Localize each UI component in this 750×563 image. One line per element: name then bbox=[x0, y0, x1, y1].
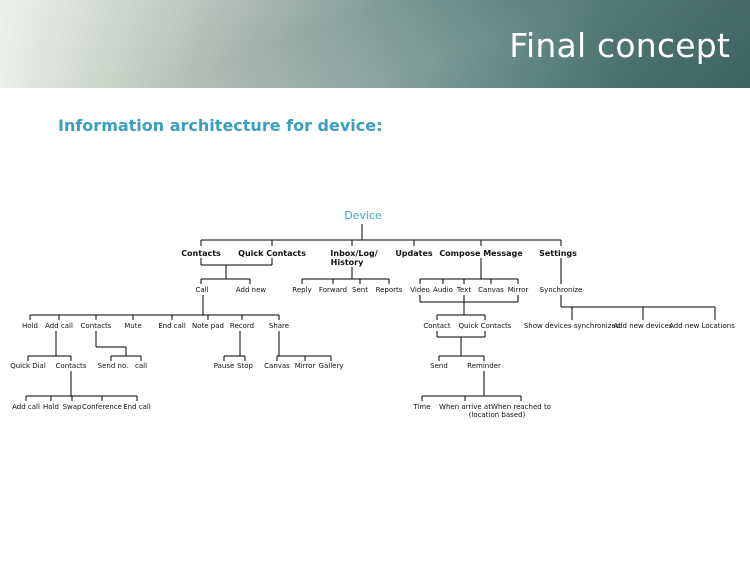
header-decoration bbox=[0, 0, 750, 88]
node-sub-conference: Conference bbox=[82, 403, 122, 411]
node-quick-contacts: Quick Contacts bbox=[238, 249, 306, 258]
node-send: Send bbox=[430, 362, 448, 370]
node-share-gallery: Gallery bbox=[319, 362, 344, 370]
header-banner: Final concept bbox=[0, 0, 750, 88]
node-audio: Audio bbox=[433, 286, 453, 294]
slide-title: Final concept bbox=[509, 26, 730, 65]
node-hold: Hold bbox=[22, 322, 38, 330]
node-reply: Reply bbox=[292, 286, 311, 294]
node-time: Time bbox=[412, 403, 430, 411]
node-call-contacts: Contacts bbox=[81, 322, 112, 330]
node-compose-message: Compose Message bbox=[439, 249, 523, 258]
node-add-new-devices: Add new devices bbox=[613, 322, 672, 330]
node-forward: Forward bbox=[319, 286, 347, 294]
node-share: Share bbox=[269, 322, 289, 330]
node-record: Record bbox=[230, 322, 254, 330]
node-end-call: End call bbox=[158, 322, 186, 330]
node-canvas: Canvas bbox=[478, 286, 504, 294]
node-add-call: Add call bbox=[45, 322, 73, 330]
node-reminder: Reminder bbox=[467, 362, 501, 370]
node-sub-contacts: Contacts bbox=[56, 362, 87, 370]
node-when-arrive: When arrive at bbox=[439, 403, 491, 411]
node-quick-dial: Quick Dial bbox=[10, 362, 46, 370]
node-video: Video bbox=[410, 286, 430, 294]
node-sub-add-call: Add call bbox=[12, 403, 40, 411]
node-compose-contact: Contact bbox=[423, 322, 450, 330]
node-inbox-history: History bbox=[331, 258, 364, 267]
node-stop: Stop bbox=[237, 362, 253, 370]
node-add-new: Add new bbox=[236, 286, 267, 294]
node-synchronize: Synchronize bbox=[540, 286, 583, 294]
node-send-no: Send no. bbox=[98, 362, 129, 370]
node-device: Device bbox=[344, 209, 382, 222]
node-reports: Reports bbox=[376, 286, 403, 294]
node-show-devices: Show devices synchronized bbox=[524, 322, 620, 330]
node-labels: Device Contacts Quick Contacts Inbox/Log… bbox=[10, 209, 735, 419]
node-settings: Settings bbox=[539, 249, 577, 258]
node-call: Call bbox=[195, 286, 208, 294]
node-contacts-call: call bbox=[135, 362, 147, 370]
node-sub-hold: Hold bbox=[43, 403, 59, 411]
node-text: Text bbox=[456, 286, 471, 294]
node-share-canvas: Canvas bbox=[264, 362, 290, 370]
node-inbox-log: Inbox/Log/ bbox=[330, 249, 377, 258]
connector-lines bbox=[25, 224, 716, 401]
node-mute: Mute bbox=[124, 322, 142, 330]
node-updates: Updates bbox=[395, 249, 433, 258]
node-when-reached: When reached to bbox=[491, 403, 551, 411]
node-compose-quick-contacts: Quick Contacts bbox=[459, 322, 512, 330]
node-contacts: Contacts bbox=[181, 249, 221, 258]
node-pause: Pause bbox=[214, 362, 235, 370]
node-sent: Sent bbox=[352, 286, 368, 294]
node-add-new-locations: Add new Locations bbox=[669, 322, 735, 330]
node-sub-swap: Swap bbox=[63, 403, 82, 411]
node-share-mirror: Mirror bbox=[295, 362, 316, 370]
section-subtitle: Information architecture for device: bbox=[58, 116, 383, 135]
node-note-pad: Note pad bbox=[192, 322, 224, 330]
node-sub-end-call: End call bbox=[123, 403, 151, 411]
node-mirror: Mirror bbox=[508, 286, 529, 294]
node-location-based: (location based) bbox=[469, 411, 526, 419]
